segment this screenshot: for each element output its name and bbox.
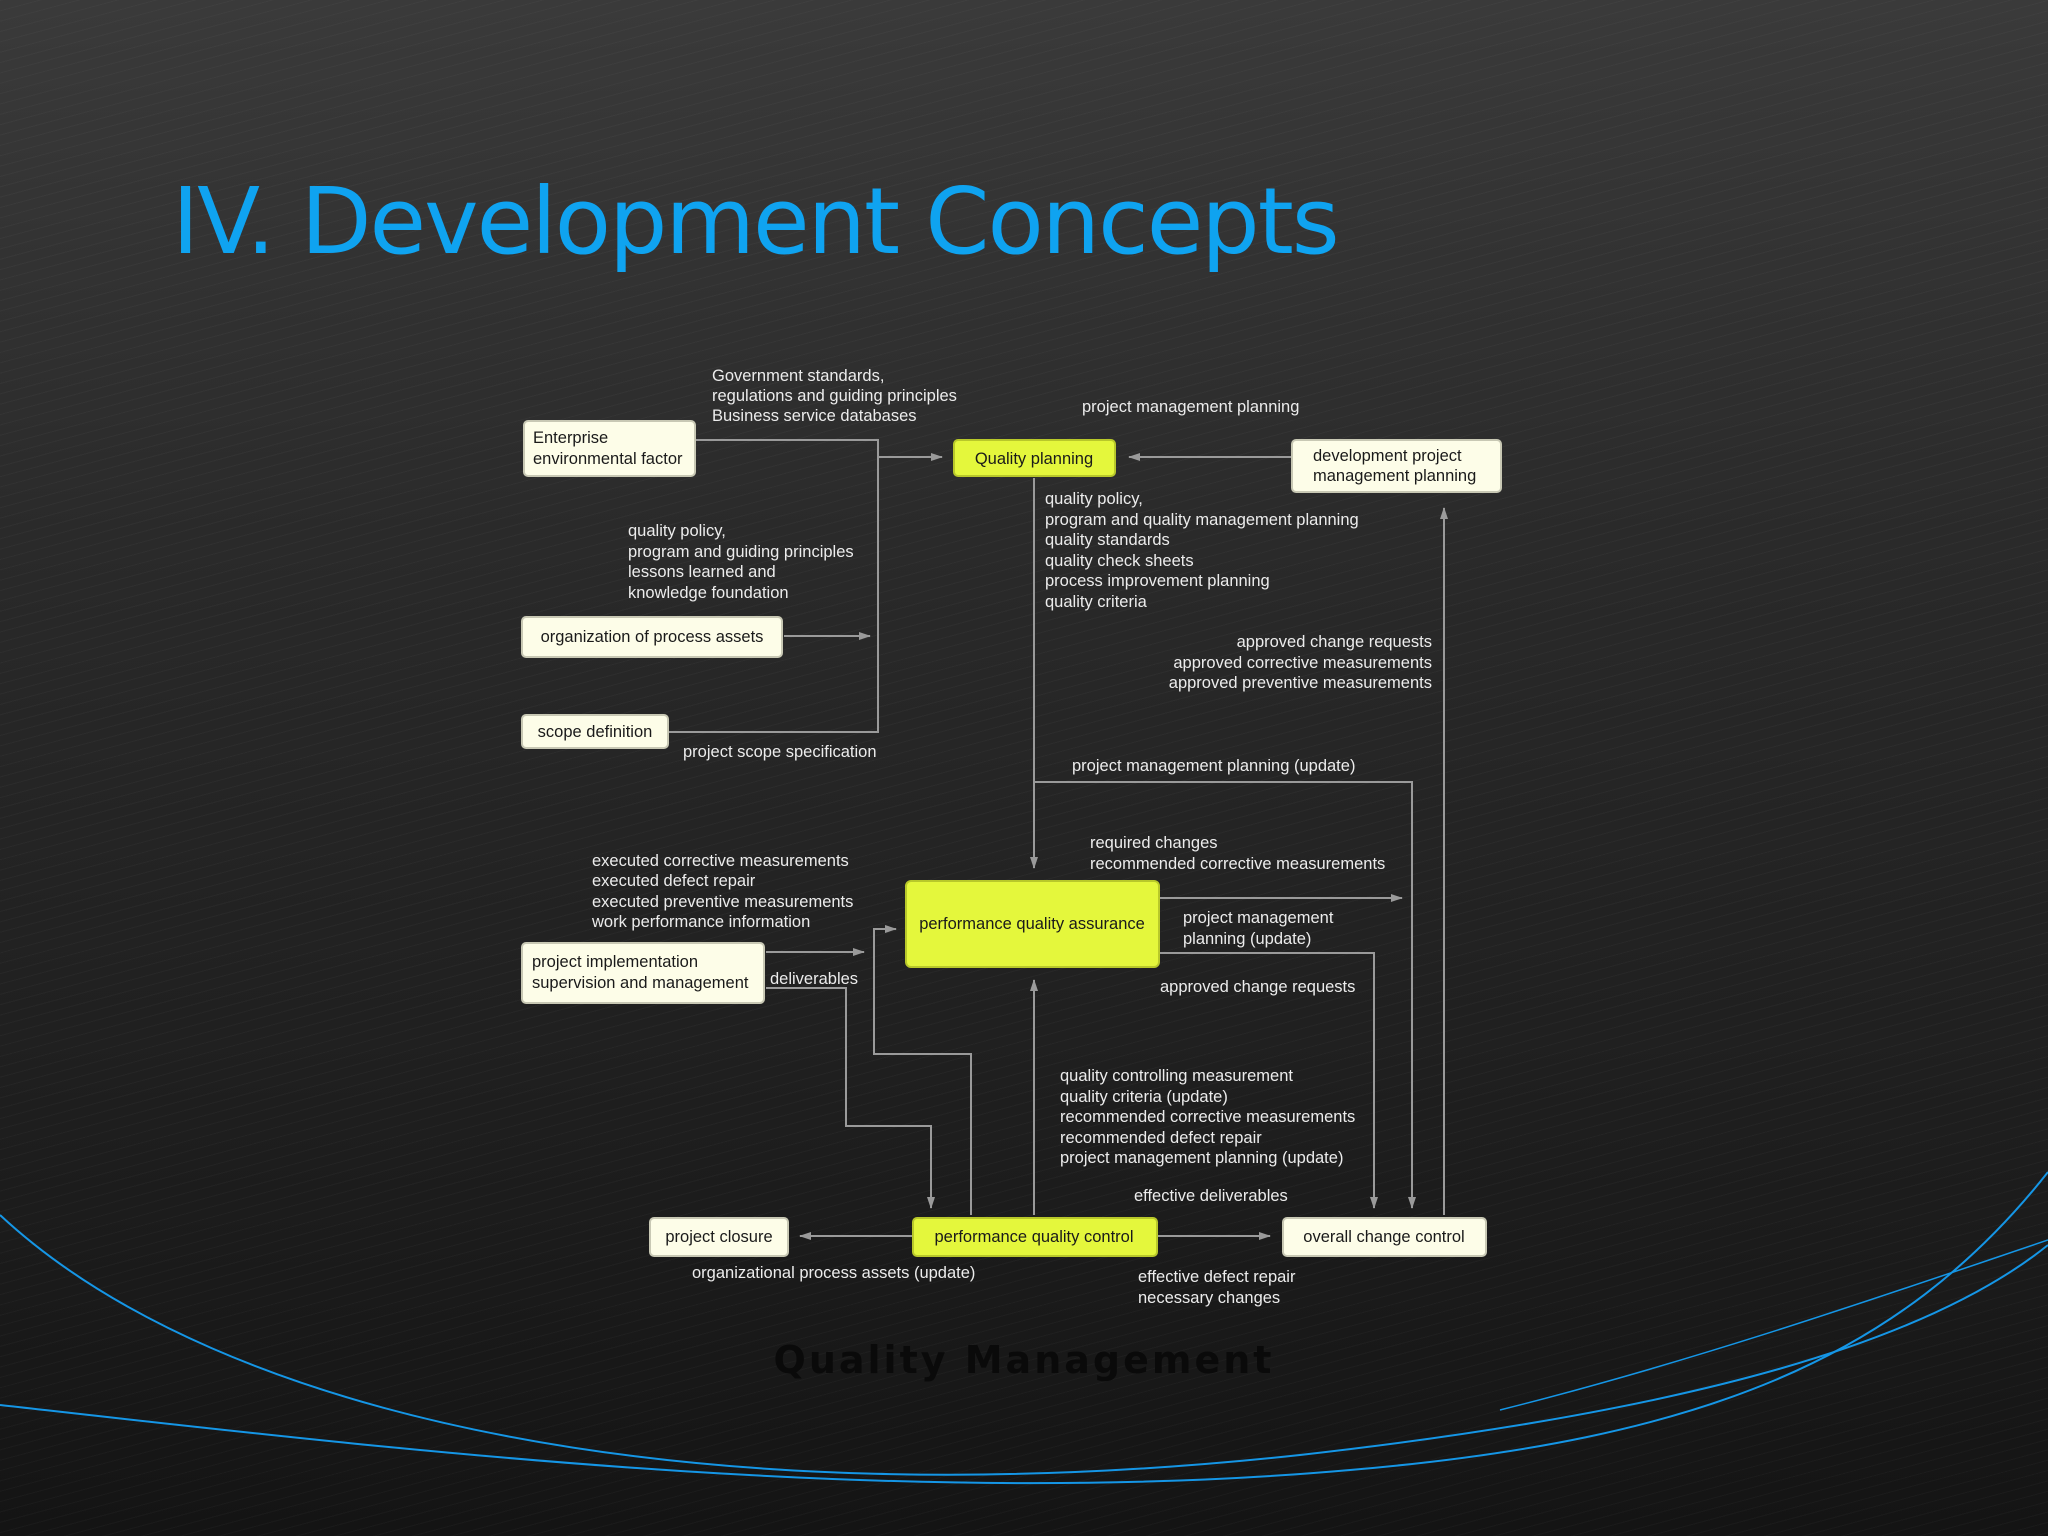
svg-text:quality check sheets: quality check sheets xyxy=(1045,552,1194,570)
slide-title: IV. Development Concepts xyxy=(172,168,1340,275)
svg-text:Business service databases: Business service databases xyxy=(712,407,917,425)
box-project-implementation: project implementation supervision and m… xyxy=(521,942,765,1004)
box-text: performance quality control xyxy=(934,1228,1133,1246)
svg-text:quality policy,: quality policy, xyxy=(628,522,726,540)
box-text: supervision and management xyxy=(532,974,749,992)
svg-text:knowledge foundation: knowledge foundation xyxy=(628,584,789,602)
svg-text:planning (update): planning (update) xyxy=(1183,930,1311,948)
svg-text:project management planning: project management planning xyxy=(1082,398,1299,416)
box-performance-quality-control: performance quality control xyxy=(912,1217,1158,1257)
svg-text:project management planning (u: project management planning (update) xyxy=(1060,1149,1343,1167)
svg-text:quality criteria: quality criteria xyxy=(1045,593,1148,611)
label-approved-changes: approved change requests approved correc… xyxy=(1169,633,1432,692)
diagram-arrows xyxy=(668,439,1448,1240)
box-text: management planning xyxy=(1313,467,1476,485)
box-overall-change-control: overall change control xyxy=(1282,1217,1487,1257)
label-pqa-pm-update: project management planning (update) xyxy=(1183,909,1334,948)
svg-text:program and guiding principles: program and guiding principles xyxy=(628,543,854,561)
box-scope-definition: scope definition xyxy=(521,714,669,749)
box-text: organization of process assets xyxy=(541,628,764,646)
label-effective-deliverables: effective deliverables xyxy=(1134,1187,1288,1205)
svg-text:approved preventive measuremen: approved preventive measurements xyxy=(1169,674,1432,692)
svg-text:lessons learned and: lessons learned and xyxy=(628,563,776,581)
svg-text:program and quality management: program and quality management planning xyxy=(1045,511,1359,529)
box-development-project-management-planning: development project management planning xyxy=(1291,439,1502,493)
box-text: development project xyxy=(1313,447,1462,465)
box-text: project implementation xyxy=(532,953,698,971)
label-opa-inputs: quality policy, program and guiding prin… xyxy=(628,522,854,602)
label-approved-change-requests: approved change requests xyxy=(1160,978,1355,996)
svg-text:organizational process assets: organizational process assets (update) xyxy=(692,1264,975,1282)
label-required-changes: required changes recommended corrective … xyxy=(1090,834,1385,873)
svg-text:work performance information: work performance information xyxy=(591,913,810,931)
box-text: project closure xyxy=(665,1228,772,1246)
svg-text:executed preventive measuremen: executed preventive measurements xyxy=(592,893,853,911)
box-enterprise-environmental-factor: Enterprise environmental factor xyxy=(523,420,696,477)
svg-text:approved corrective measuremen: approved corrective measurements xyxy=(1173,654,1432,672)
label-pm-planning-update: project management planning (update) xyxy=(1072,757,1355,775)
label-opa-update: organizational process assets (update) xyxy=(692,1264,975,1282)
svg-text:recommended corrective measure: recommended corrective measurements xyxy=(1090,855,1385,873)
background-swoosh xyxy=(0,1171,2048,1485)
label-quality-planning-outputs: quality policy, program and quality mana… xyxy=(1045,490,1359,611)
label-executed-measurements: executed corrective measurements execute… xyxy=(591,852,853,931)
box-quality-planning: Quality planning xyxy=(953,439,1116,477)
label-effective-defect-repair: effective defect repair necessary change… xyxy=(1138,1268,1296,1307)
svg-text:quality standards: quality standards xyxy=(1045,531,1170,549)
svg-text:executed defect repair: executed defect repair xyxy=(592,872,756,890)
diagram-caption: Quality Management xyxy=(773,1338,1275,1382)
box-project-closure: project closure xyxy=(649,1217,789,1257)
svg-text:recommended defect repair: recommended defect repair xyxy=(1060,1129,1262,1147)
svg-text:project management: project management xyxy=(1183,909,1334,927)
svg-text:effective defect repair: effective defect repair xyxy=(1138,1268,1296,1286)
svg-text:process improvement planning: process improvement planning xyxy=(1045,572,1270,590)
svg-text:approved change requests: approved change requests xyxy=(1160,978,1355,996)
svg-text:quality controlling measuremen: quality controlling measurement xyxy=(1060,1067,1293,1085)
label-project-management-planning: project management planning xyxy=(1082,398,1299,416)
box-text: overall change control xyxy=(1303,1228,1464,1246)
svg-text:necessary changes: necessary changes xyxy=(1138,1289,1280,1307)
svg-text:regulations and guiding princi: regulations and guiding principles xyxy=(712,387,957,405)
svg-text:project scope specification: project scope specification xyxy=(683,743,877,761)
svg-text:quality policy,: quality policy, xyxy=(1045,490,1143,508)
svg-text:effective deliverables: effective deliverables xyxy=(1134,1187,1288,1205)
box-performance-quality-assurance: performance quality assurance xyxy=(905,880,1160,968)
box-text: environmental factor xyxy=(533,450,683,468)
label-project-scope-specification: project scope specification xyxy=(683,743,877,761)
svg-text:Government standards,: Government standards, xyxy=(712,367,884,385)
svg-text:project management planning (u: project management planning (update) xyxy=(1072,757,1355,775)
box-text: Enterprise xyxy=(533,429,608,447)
box-organization-of-process-assets: organization of process assets xyxy=(521,616,783,658)
box-text: scope definition xyxy=(538,723,653,741)
label-deliverables: deliverables xyxy=(770,970,858,988)
box-text: performance quality assurance xyxy=(919,915,1145,933)
label-government-standards: Government standards, regulations and gu… xyxy=(712,367,957,425)
svg-text:executed corrective measuremen: executed corrective measurements xyxy=(592,852,849,870)
svg-text:deliverables: deliverables xyxy=(770,970,858,988)
svg-text:quality criteria (update): quality criteria (update) xyxy=(1060,1088,1228,1106)
label-quality-control-outputs: quality controlling measurement quality … xyxy=(1060,1067,1355,1167)
svg-text:recommended corrective measure: recommended corrective measurements xyxy=(1060,1108,1355,1126)
svg-text:approved change requests: approved change requests xyxy=(1237,633,1432,651)
box-text: Quality planning xyxy=(975,450,1093,468)
svg-text:required changes: required changes xyxy=(1090,834,1218,852)
